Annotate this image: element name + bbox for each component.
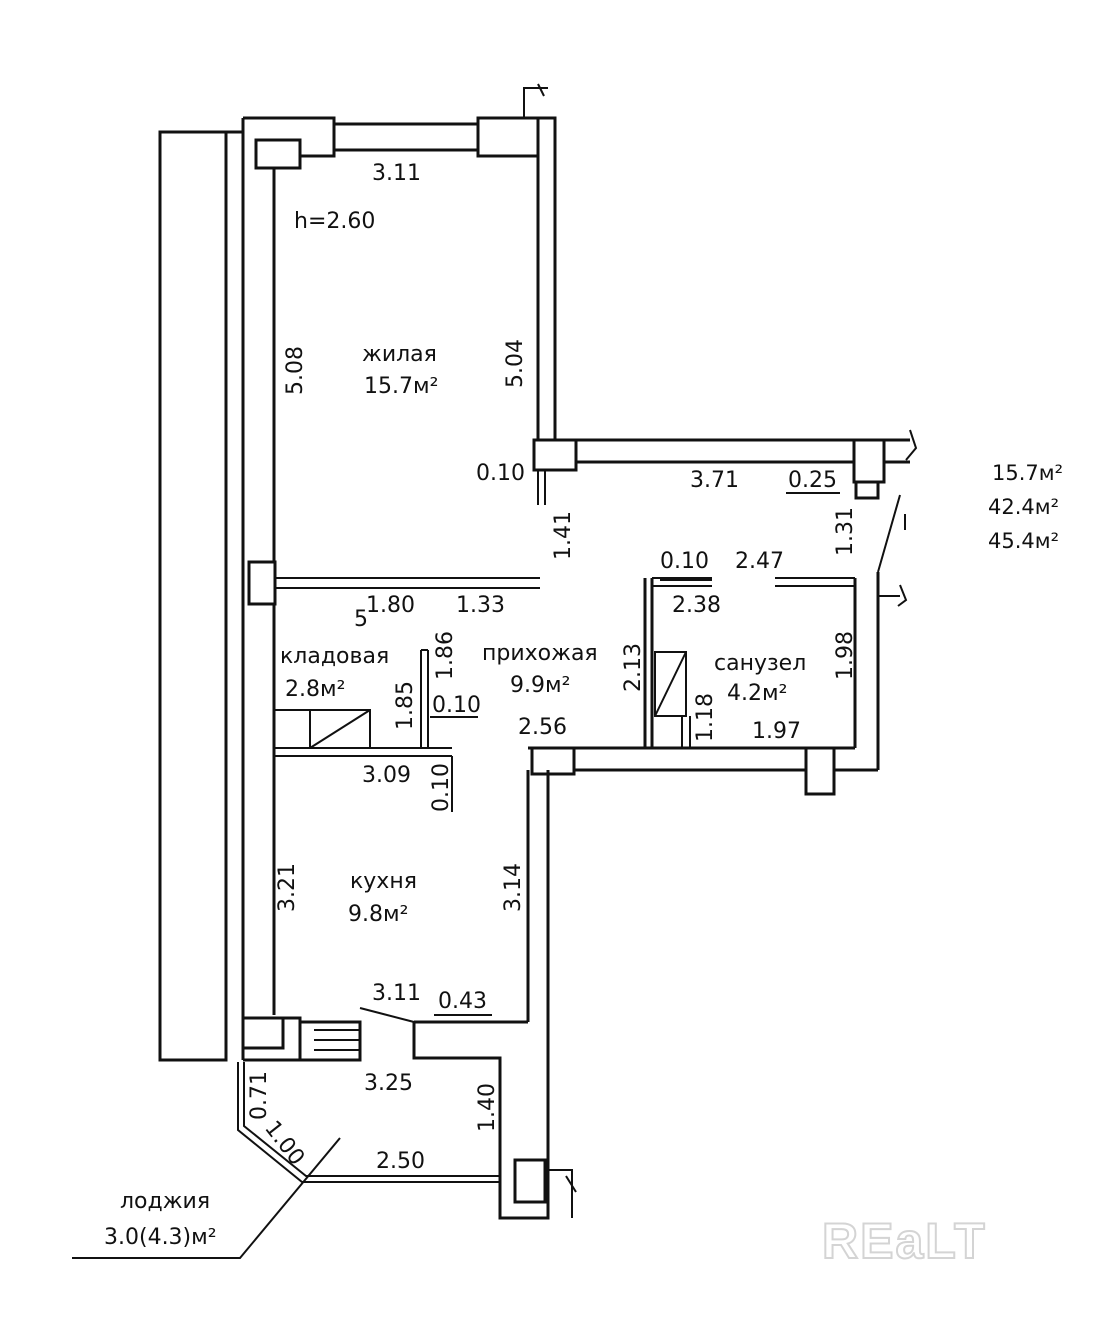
dim-left-508: 5.08 [283, 346, 308, 395]
area-summary: 15.7м² 42.4м² 45.4м² [988, 461, 1063, 553]
dim-309: 3.09 [362, 763, 411, 788]
dim-197: 1.97 [752, 719, 801, 744]
room-labels: жилая 15.7м² кладовая 2.8м² прихожая 9.9… [104, 209, 806, 1250]
dim-025: 0.25 [788, 468, 837, 493]
area-summary-total: 42.4м² [988, 495, 1059, 519]
dim-314: 3.14 [501, 863, 526, 912]
room-name-bathroom: санузел [714, 651, 806, 676]
area-summary-living: 15.7м² [992, 461, 1063, 485]
dim-213: 2.13 [621, 643, 646, 692]
top-wall-living [243, 116, 557, 440]
room-area-hall: 9.9м² [510, 673, 570, 698]
living-right-wall [538, 438, 910, 464]
dim-top-371: 3.71 [690, 468, 739, 493]
room-name-living: жилая [362, 342, 437, 367]
dim-141: 1.41 [551, 511, 576, 560]
dim-118: 1.18 [693, 693, 718, 742]
dim-238: 2.38 [672, 593, 721, 618]
area-summary-gross: 45.4м² [988, 529, 1059, 553]
dim-198: 1.98 [833, 631, 858, 680]
room-area-loggia: 3.0(4.3)м² [104, 1225, 217, 1250]
ceiling-height: h=2.60 [294, 209, 375, 234]
dim-133: 1.33 [456, 593, 505, 618]
dim-140: 1.40 [475, 1083, 500, 1132]
left-exterior-wall [158, 130, 228, 1062]
bathroom-right-wall [853, 572, 880, 770]
kitchen-bottom-wall [243, 1016, 550, 1220]
dim-250: 2.50 [376, 1149, 425, 1174]
room-name-hall: прихожая [482, 641, 598, 666]
room-name-storage: кладовая [280, 644, 389, 669]
dim-186: 1.86 [433, 631, 458, 680]
room-area-storage: 2.8м² [285, 677, 345, 702]
living-hall-partition [274, 577, 540, 589]
dim-256: 2.56 [518, 715, 567, 740]
dim-185: 1.85 [393, 681, 418, 730]
dim-010-b: 0.10 [660, 549, 709, 574]
dim-043: 0.43 [438, 989, 487, 1014]
walls [72, 83, 918, 1259]
room-area-kitchen: 9.8м² [348, 902, 408, 927]
dim-325: 3.25 [364, 1071, 413, 1096]
dim-top-311: 3.11 [372, 161, 421, 186]
kitchen-right-wall [526, 770, 550, 1160]
dimensions: 3.11 5.08 5.04 0.10 3.71 0.25 1.41 1.31 … [247, 161, 858, 1174]
dim-131: 1.31 [833, 507, 858, 556]
dim-311-b: 3.11 [372, 981, 421, 1006]
dim-180: 1.80 [366, 593, 415, 618]
dim-247: 2.47 [735, 549, 784, 574]
dim-inner-504: 5.04 [503, 339, 528, 388]
dim-010-c: 0.10 [432, 693, 481, 718]
room-area-living: 15.7м² [364, 374, 438, 399]
room-area-bathroom: 4.2м² [727, 681, 787, 706]
loggia-outline [237, 1062, 500, 1183]
dim-010-a: 0.10 [476, 461, 525, 486]
room-name-loggia: лоджия [120, 1189, 210, 1214]
dim-5: 5 [354, 607, 368, 632]
dim-010-d: 0.10 [429, 763, 454, 812]
room-name-kitchen: кухня [350, 869, 417, 894]
dim-321: 3.21 [275, 863, 300, 912]
watermark-logo: REaLT [822, 1213, 987, 1269]
loggia-leader [72, 1137, 341, 1259]
dim-071: 0.71 [247, 1071, 272, 1120]
